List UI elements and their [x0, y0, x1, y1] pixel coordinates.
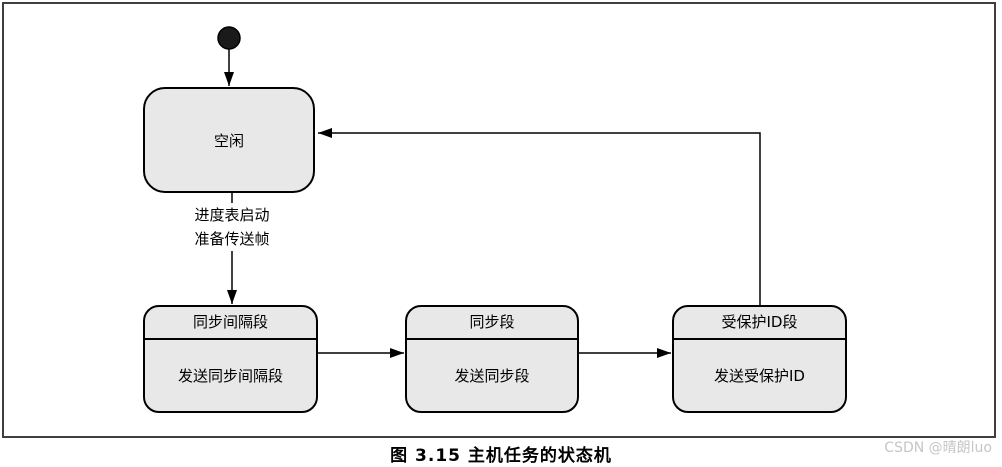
state-sync-break: 同步间隔段 发送同步间隔段: [143, 305, 318, 413]
state-protected-id-title: 受保护ID段: [674, 307, 845, 340]
transition-protected-id-to-idle: [318, 128, 761, 305]
transition-label-line2: 准备传送帧: [194, 230, 270, 248]
transition-label-line1: 进度表启动: [194, 206, 270, 224]
state-idle-label: 空闲: [213, 131, 244, 150]
transition-label: 进度表启动 准备传送帧: [166, 203, 298, 251]
state-sync-break-action: 发送同步间隔段: [177, 367, 283, 385]
initial-state-dot: [217, 26, 241, 50]
state-protected-id: 受保护ID段 发送受保护ID: [672, 305, 847, 413]
state-protected-id-action: 发送受保护ID: [714, 367, 805, 385]
state-sync-action: 发送同步段: [454, 367, 530, 385]
state-sync-title: 同步段: [407, 307, 577, 340]
figure-caption: 图 3.15 主机任务的状态机: [390, 446, 612, 466]
state-idle: 空闲: [143, 87, 315, 193]
watermark: CSDN @晴朗luo: [884, 440, 992, 456]
state-sync-break-title: 同步间隔段: [145, 307, 316, 340]
state-sync: 同步段 发送同步段: [405, 305, 579, 413]
